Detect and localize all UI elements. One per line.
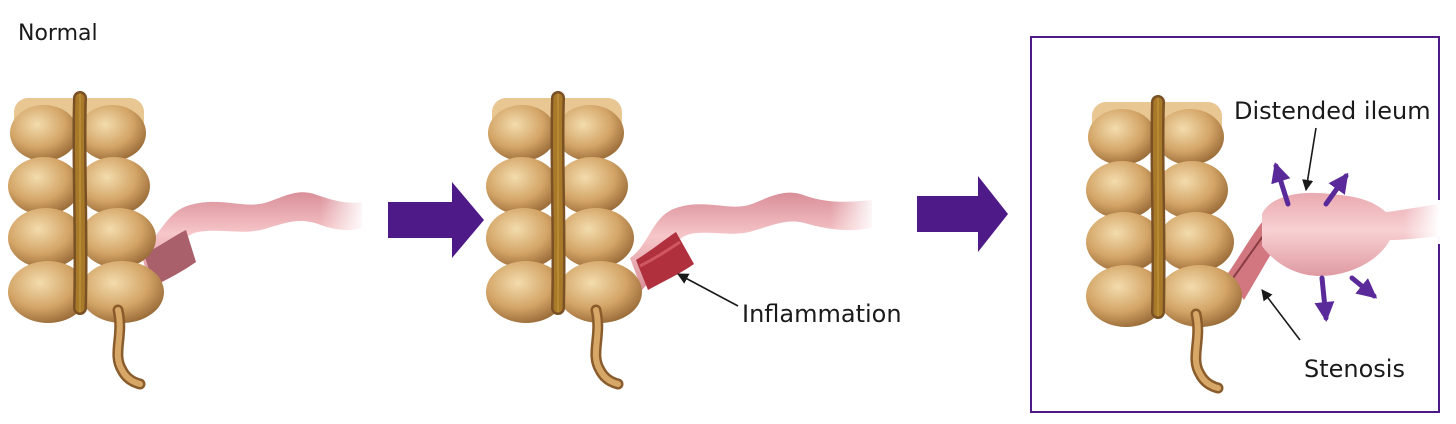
ileum-normal	[140, 192, 366, 286]
stage-label-normal: Normal	[18, 21, 98, 46]
progression-arrow-1	[388, 182, 484, 258]
colon-inflamed	[486, 98, 642, 384]
stenosis-pointer	[1261, 289, 1301, 341]
ileum-inflamed	[630, 192, 876, 290]
distended-ileum-pointer	[1302, 127, 1317, 192]
colon-stenosis	[1086, 102, 1242, 388]
ileum-distended	[1226, 192, 1440, 300]
inflammation-pointer	[677, 273, 739, 307]
progression-arrow-2	[917, 176, 1008, 252]
colon-normal	[8, 98, 164, 384]
stenosis-label: Stenosis	[1304, 355, 1405, 383]
inflammation-label: Inflammation	[742, 300, 902, 328]
distended-ileum-label: Distended ileum	[1234, 97, 1431, 125]
distension-arrows	[1271, 162, 1378, 322]
